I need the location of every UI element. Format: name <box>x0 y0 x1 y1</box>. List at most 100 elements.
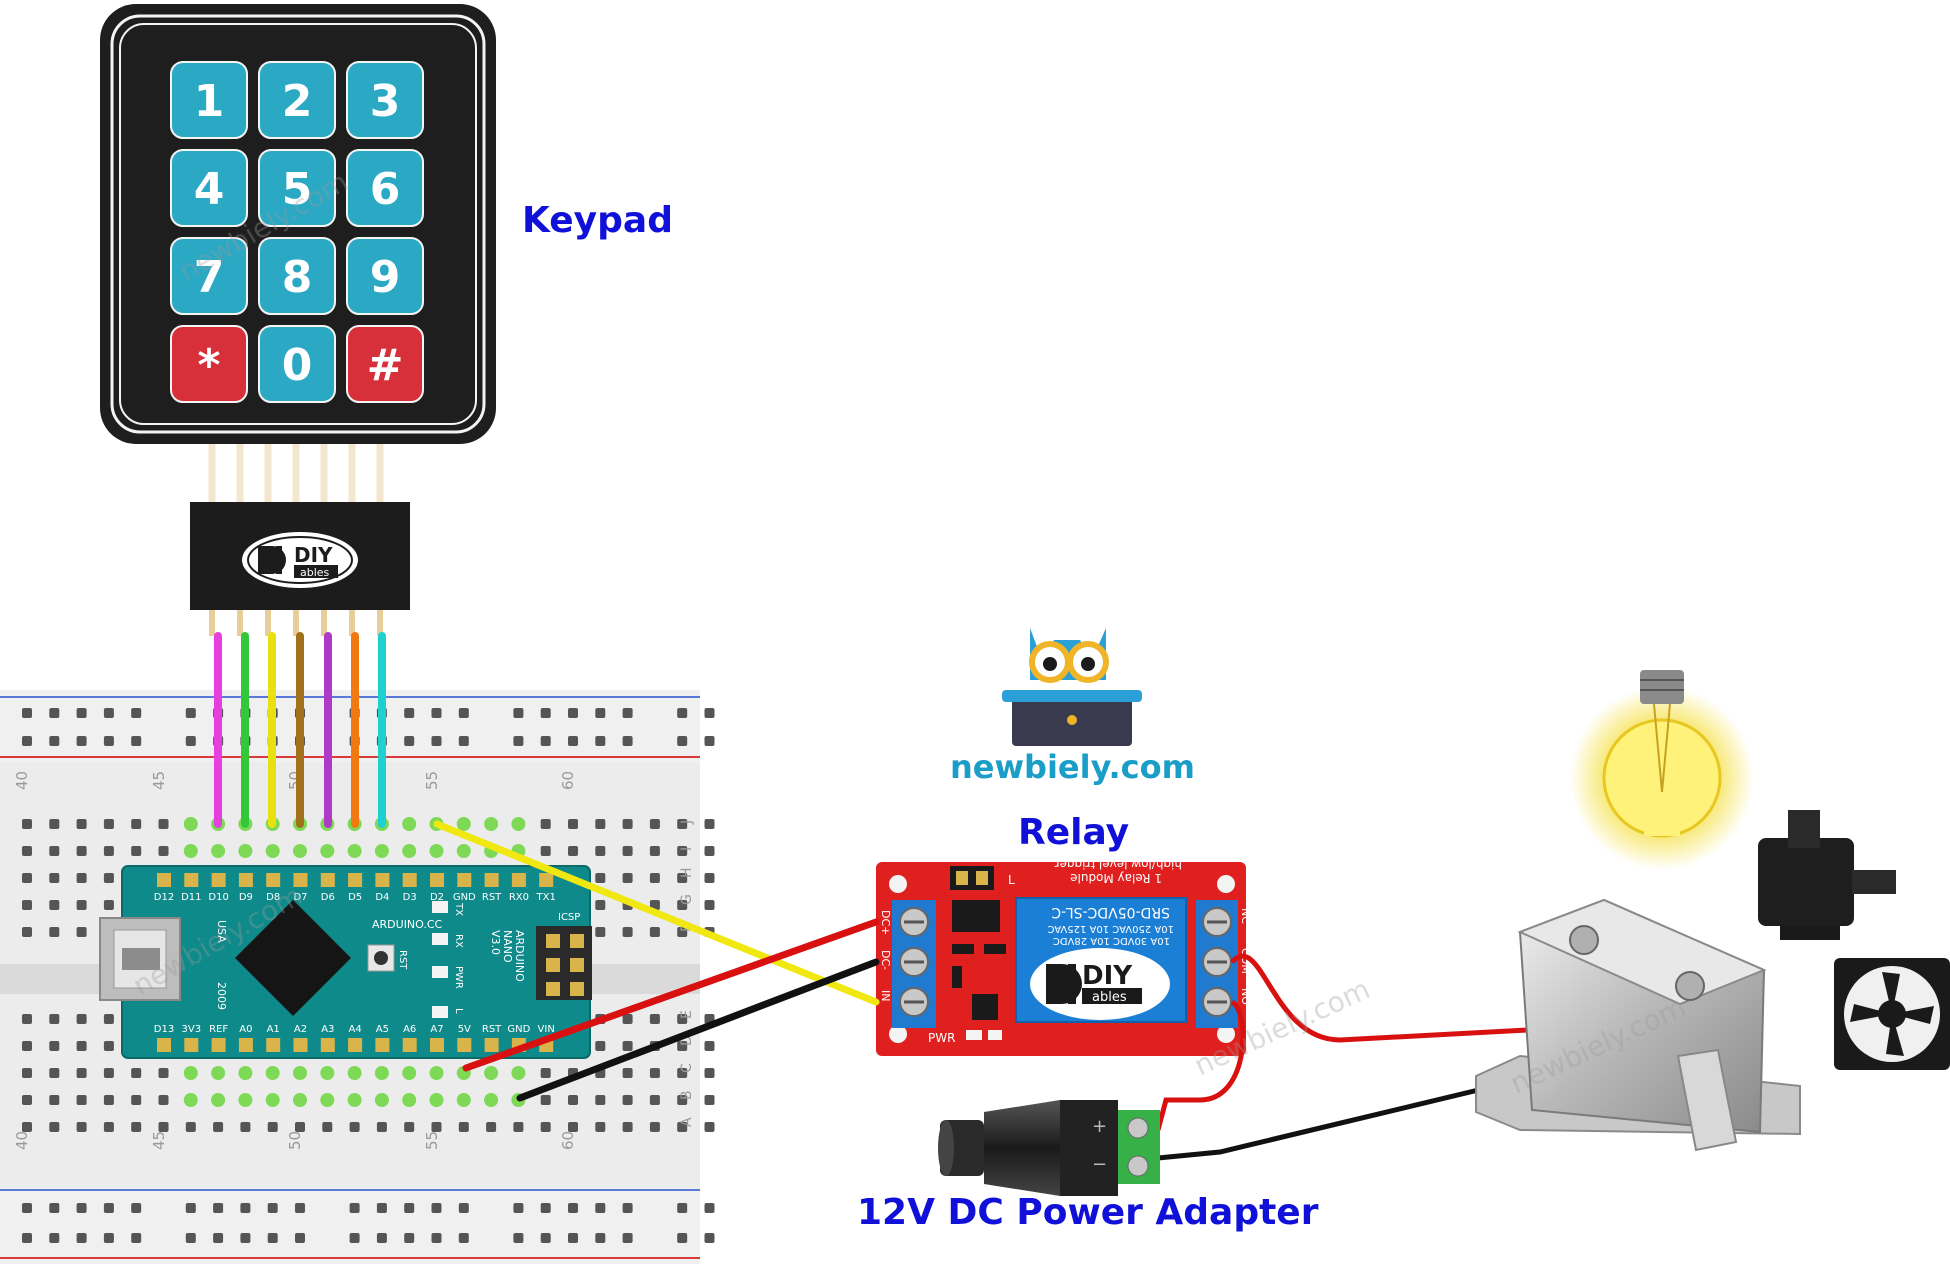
keypad-key[interactable]: 7 <box>170 237 248 315</box>
breadboard-column-number: 55 <box>423 771 441 790</box>
breadboard-column-number: 60 <box>559 771 577 790</box>
keypad-key[interactable]: 9 <box>346 237 424 315</box>
arduino-site-label: ARDUINO.CC <box>372 918 443 931</box>
nano-pin <box>293 1038 308 1052</box>
nano-pin <box>211 873 226 887</box>
wire-com-to-lock-red <box>1230 953 1529 1043</box>
relay-logo-top: DIY <box>1082 961 1133 991</box>
brand-site-label: newbiely.com <box>950 748 1195 786</box>
nano-pin <box>238 1038 253 1052</box>
breadboard-column-number: 50 <box>286 1131 304 1150</box>
nano-pin-label: D9 <box>239 892 253 903</box>
nano-pin-label: D6 <box>321 892 335 903</box>
nano-pin-label: D12 <box>154 892 174 903</box>
nano-pin <box>511 873 526 887</box>
nano-pin-label: TX1 <box>536 892 556 903</box>
nano-pin-label: D4 <box>375 892 389 903</box>
keypad-ribbon-cable <box>208 444 384 502</box>
relay-module-subtitle: high/low level trigger <box>1055 857 1182 871</box>
keypad-key[interactable]: 4 <box>170 149 248 227</box>
keypad-key[interactable]: # <box>346 325 424 403</box>
breadboard-row-letter: G <box>679 894 695 905</box>
keypad-key-label: 4 <box>194 164 225 215</box>
breadboard-row-letter: E <box>679 1010 695 1019</box>
wire-relay-dcminus-black <box>516 958 880 1102</box>
wire-adapter-to-lock-black <box>1157 1077 1521 1161</box>
relay-pwr-label: PWR <box>928 1031 955 1045</box>
keypad-logo-bottom: ables <box>300 566 330 579</box>
nano-pin <box>157 873 171 887</box>
nano-pin <box>375 873 390 887</box>
keypad-key-label: 7 <box>194 252 225 303</box>
nano-pin <box>348 873 363 887</box>
breadboard-row-letter: J <box>679 820 695 825</box>
keypad-key[interactable]: * <box>170 325 248 403</box>
relay-rating-1: 10A 250VAC 10A 125VAC <box>1047 923 1174 934</box>
diyables-logo-relay: DIY ables <box>1030 948 1170 1020</box>
nano-pin <box>293 873 308 887</box>
wire-relay-in-yellow <box>433 820 880 1006</box>
breadboard-column-number: 55 <box>423 1131 441 1150</box>
nano-pin <box>430 873 444 887</box>
keypad-key[interactable]: 8 <box>258 237 336 315</box>
nano-pin-label: A3 <box>321 1024 334 1035</box>
keypad-key[interactable]: 5 <box>258 149 336 227</box>
breadboard-column-number: 40 <box>13 771 31 790</box>
keypad-key[interactable]: 6 <box>346 149 424 227</box>
keypad-key[interactable]: 0 <box>258 325 336 403</box>
relay-logo-bottom: ables <box>1092 990 1127 1005</box>
breadboard-row-letter: B <box>679 1090 695 1100</box>
nano-pin <box>484 1038 499 1052</box>
keypad-key-label: 2 <box>282 76 313 127</box>
nano-pin-label: D7 <box>293 892 307 903</box>
nano-pin <box>402 1038 417 1052</box>
nano-pin <box>266 873 281 887</box>
nano-pin-label: A5 <box>376 1024 389 1035</box>
nano-pin-label: 3V3 <box>182 1024 202 1035</box>
keypad-label: Keypad <box>522 200 673 241</box>
nano-pin <box>348 1038 363 1052</box>
keypad-key[interactable]: 1 <box>170 61 248 139</box>
nano-pin-label: A4 <box>348 1024 361 1035</box>
water-pump-icon <box>1758 810 1896 940</box>
reset-button <box>367 944 395 972</box>
usb-port <box>99 917 181 1001</box>
relay-input-pin-label: IN <box>879 990 892 1001</box>
relay-output-pin-label: NO <box>1239 988 1252 1005</box>
nano-pin <box>184 873 199 887</box>
nano-pin <box>402 873 417 887</box>
relay-jumper-label: L <box>1008 873 1015 887</box>
breadboard-column-number: 60 <box>559 1131 577 1150</box>
arduino-year: 2009 <box>215 982 228 1010</box>
top-power-rail <box>0 690 700 762</box>
relay-output-pin-label: NC <box>1239 908 1252 924</box>
keypad-key-label: 1 <box>194 76 225 127</box>
nano-pin <box>266 1038 281 1052</box>
nano-pin-label: D2 <box>430 892 444 903</box>
breadboard-column-number: 45 <box>150 1131 168 1150</box>
arduino-icsp-label: ICSP <box>558 912 580 923</box>
nano-pin <box>238 873 253 887</box>
nano-pin <box>484 873 499 887</box>
nano-pin-label: RX0 <box>509 892 529 903</box>
nano-pin-label: A0 <box>239 1024 252 1035</box>
keypad-logo-top: DIY <box>294 543 333 567</box>
breadboard-row-letter: D <box>679 1035 695 1046</box>
diyables-logo-keypad: DIY ables <box>242 532 358 588</box>
nano-pin-label: D10 <box>208 892 228 903</box>
nano-pin-label: A6 <box>403 1024 416 1035</box>
dc-power-adapter: + − <box>938 1100 1160 1196</box>
breadboard-row-letter: H <box>679 867 695 878</box>
keypad-key-label: 6 <box>370 164 401 215</box>
icsp-header <box>536 926 592 1000</box>
arduino-pwr-label: PWR <box>453 966 464 989</box>
nano-pin-label: GND <box>507 1024 530 1035</box>
keypad-key-label: 8 <box>282 252 313 303</box>
keypad-key[interactable]: 2 <box>258 61 336 139</box>
nano-pin <box>539 873 554 887</box>
arduino-rst-label: RST <box>397 950 408 970</box>
keypad-key[interactable]: 3 <box>346 61 424 139</box>
keypad-key-label: 5 <box>282 164 313 215</box>
